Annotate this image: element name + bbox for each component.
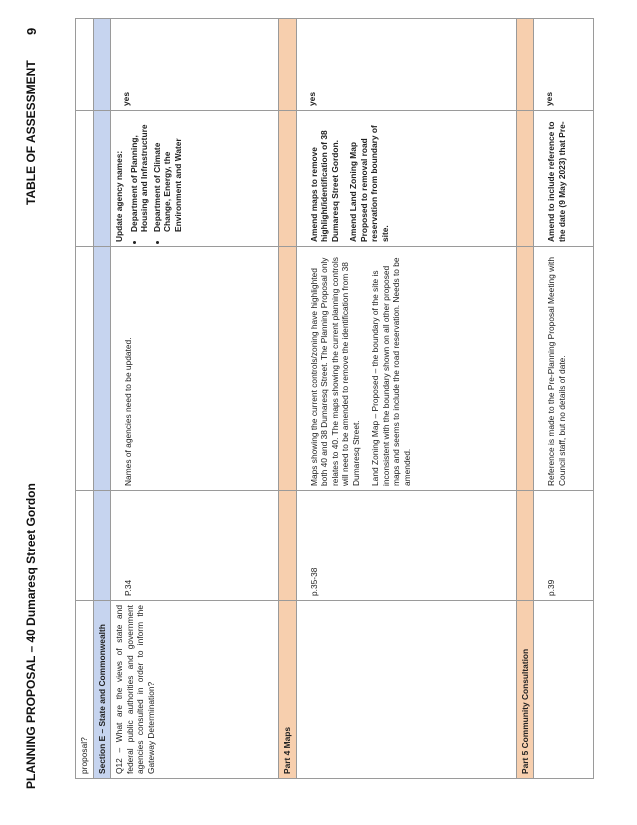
section-e-title: Section E – State and Commonwealth [93,600,111,779]
q12-agency-list: Department of Planning, Housing and Infr… [129,115,184,242]
part5-comment: Reference is made to the Pre-Planning Pr… [533,246,594,491]
assessment-table: proposal? Section E – State and Commonwe… [75,18,594,779]
q12-recommendation: Update agency names: Department of Plann… [110,110,279,247]
table-row-q12: Q12 – What are the views of state and fe… [110,18,279,779]
q12-status: yes [110,18,279,111]
q12-question: Q12 – What are the views of state and fe… [110,600,279,779]
part4-comment-1: Maps showing the current controls/zoning… [308,257,361,486]
proposal-cell: proposal? [75,600,93,779]
part5-status: yes [533,18,594,111]
table-row-part4: p.35-38 Maps showing the current control… [296,18,516,779]
table-row-part5: p.39 Reference is made to the Pre-Planni… [533,18,594,779]
part4-comment-2: Land Zoning Map – Proposed – the boundar… [370,257,412,486]
part5-header-row: Part 5 Community Consultation [516,18,534,779]
part4-title: Part 4 Maps [278,600,296,779]
part4-comment: Maps showing the current controls/zoning… [296,246,516,491]
list-item: Department of Climate Change, Energy, th… [152,115,184,232]
section-title: TABLE OF ASSESSMENT [24,60,38,205]
table-row: proposal? [75,18,93,779]
part4-rec-1: Amend maps to remove highlight/identific… [308,130,340,242]
section-e-header-row: Section E – State and Commonwealth [93,18,111,779]
document-title: PLANNING PROPOSAL – 40 Dumaresq Street G… [24,483,38,789]
part5-page: p.39 [533,490,594,601]
part4-page: p.35-38 [296,490,516,601]
part5-recommendation: Amend to include reference to the date (… [533,110,594,247]
q12-page: P.34 [110,490,279,601]
part4-rec-2: Amend Land Zoning Map Proposed to remova… [348,125,390,242]
q12-recommendation-intro: Update agency names: [114,150,124,242]
list-item: Department of Planning, Housing and Infr… [129,115,150,233]
part4-status: yes [296,18,516,111]
page-number: 9 [24,27,39,35]
part5-title: Part 5 Community Consultation [516,600,534,779]
q12-comment: Names of agencies need to be updated. [110,246,279,491]
part4-header-row: Part 4 Maps [278,18,296,779]
part4-recommendation: Amend maps to remove highlight/identific… [296,110,516,247]
